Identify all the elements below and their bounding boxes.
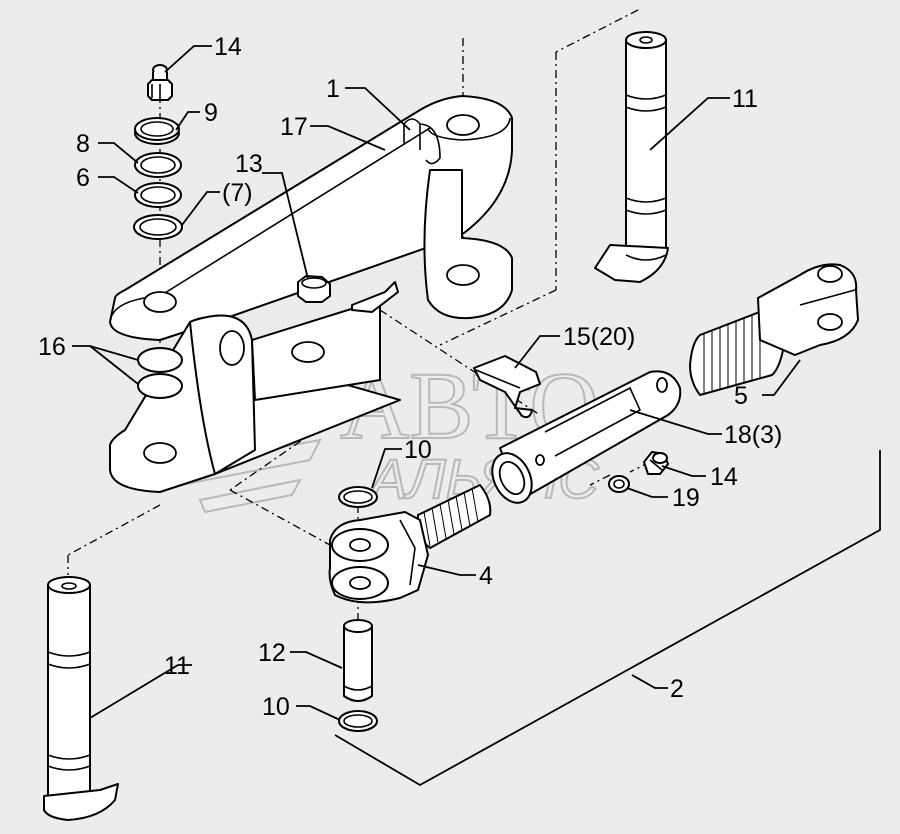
callout-5: 5	[734, 382, 748, 410]
turnbuckle-sleeve	[491, 370, 682, 504]
callout-11-lower: 11	[164, 652, 190, 680]
bushing-16-upper	[137, 347, 183, 373]
callout-14-top: 14	[214, 33, 242, 61]
washer-9	[134, 117, 180, 145]
callout-19: 19	[672, 484, 700, 512]
bracket-hole-top-right	[446, 114, 480, 136]
spring-clip	[473, 355, 541, 419]
pin-11-lower	[43, 576, 119, 821]
callout-labels: 14 9 8 6 (7) 1 17 13 16 11 15(20) 5 18(3…	[38, 33, 782, 721]
callout-7: (7)	[222, 179, 253, 207]
callout-12: 12	[258, 639, 286, 667]
bracket-hole-mid	[291, 341, 325, 363]
o-ring-10-lower	[338, 710, 378, 732]
grease-nipple-right	[643, 451, 669, 475]
thread-lines-4	[423, 487, 479, 547]
pin-12	[343, 619, 373, 702]
bushing-16-lower	[137, 373, 183, 399]
callout-1: 1	[326, 75, 340, 103]
nut	[297, 275, 331, 303]
washer-6	[134, 182, 182, 208]
callout-11-upper: 11	[732, 85, 758, 113]
callout-18: 18(3)	[724, 421, 782, 449]
eye-end-4	[328, 484, 492, 604]
callout-2: 2	[670, 675, 684, 703]
callout-4: 4	[479, 562, 493, 590]
callout-13: 13	[235, 150, 263, 178]
washer-7	[133, 214, 183, 240]
leader-lines	[72, 45, 801, 721]
washer-stack	[133, 117, 183, 240]
bracket-hole-flange	[219, 330, 245, 366]
washer-8	[134, 152, 182, 178]
callout-9: 9	[204, 99, 218, 127]
bracket-hole-lower-right	[446, 264, 480, 286]
pin-11-upper	[594, 31, 669, 283]
washer-19	[608, 475, 630, 493]
callout-15: 15(20)	[563, 323, 635, 351]
callout-10-upper: 10	[404, 436, 432, 464]
eye-end-5	[689, 263, 859, 396]
o-ring-10-upper	[338, 486, 378, 508]
callout-14-right: 14	[710, 463, 738, 491]
bracket-hole-lower-left	[143, 442, 177, 464]
callout-6: 6	[76, 164, 90, 192]
assembly-2-bracket	[334, 450, 881, 787]
callout-16: 16	[38, 333, 66, 361]
thread-lines-5	[703, 312, 761, 393]
callout-10-lower: 10	[262, 693, 290, 721]
lock-plate	[351, 281, 399, 313]
callout-17: 17	[280, 113, 308, 141]
main-bracket	[109, 95, 513, 493]
bracket-hole-top-left	[143, 291, 177, 313]
grease-nipple-top	[147, 64, 173, 101]
callout-8: 8	[76, 130, 90, 158]
